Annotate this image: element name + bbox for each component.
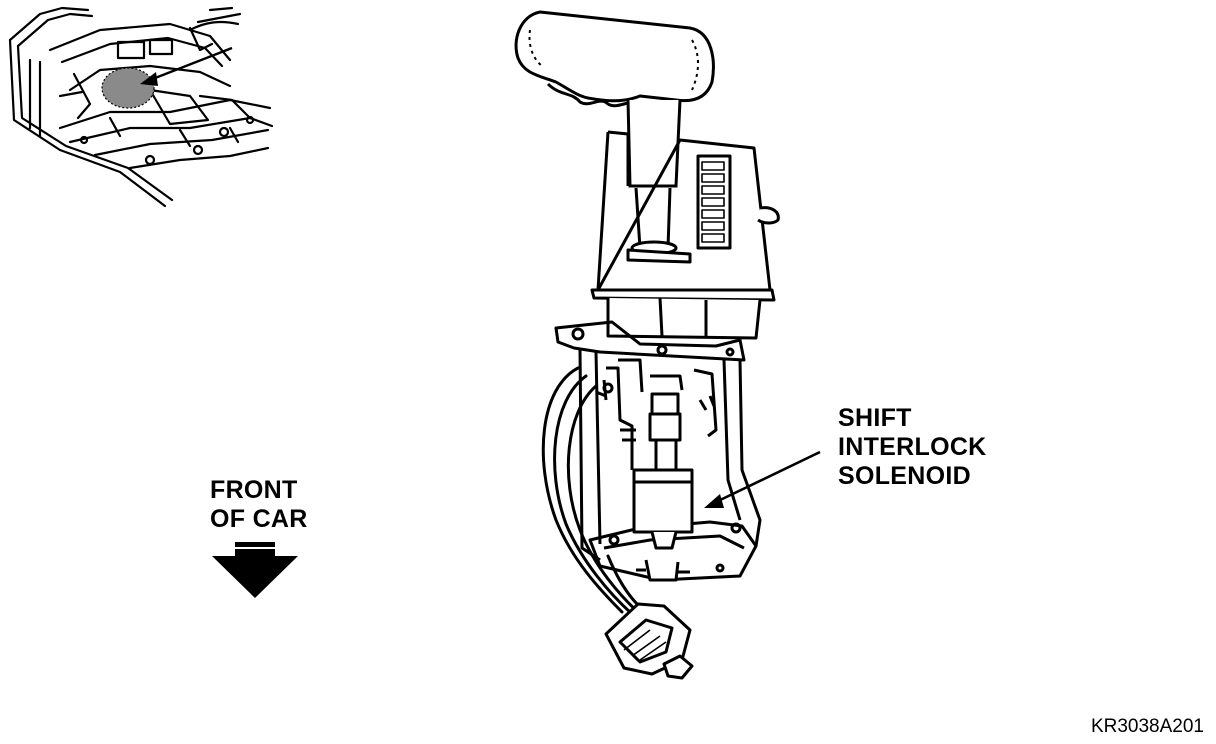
locator-arrow xyxy=(140,46,233,86)
locator-highlight xyxy=(101,67,155,109)
front-of-car-label: FRONT OF CAR xyxy=(210,476,308,534)
wiring-connector xyxy=(604,602,694,680)
shift-knob xyxy=(514,10,715,108)
solenoid-label-line-1: SHIFT xyxy=(838,404,912,432)
shift-interlock-solenoid xyxy=(632,392,694,582)
front-label-line-2: OF CAR xyxy=(210,505,308,533)
vehicle-locator-inset xyxy=(8,6,274,208)
figure-code: KR3038A201 xyxy=(1090,716,1204,737)
solenoid-callout-arrow xyxy=(704,450,821,508)
front-of-car-arrow xyxy=(212,542,298,598)
shifter-bracket xyxy=(554,320,762,582)
solenoid-label-line-2: INTERLOCK xyxy=(838,433,987,461)
wiring-harness xyxy=(541,366,648,618)
console-housing xyxy=(590,130,780,340)
shift-lever-shaft xyxy=(626,99,682,256)
shift-interlock-solenoid-label: SHIFT INTERLOCK SOLENOID xyxy=(838,404,987,491)
solenoid-label-line-3: SOLENOID xyxy=(838,462,971,490)
front-label-line-1: FRONT xyxy=(210,476,298,504)
